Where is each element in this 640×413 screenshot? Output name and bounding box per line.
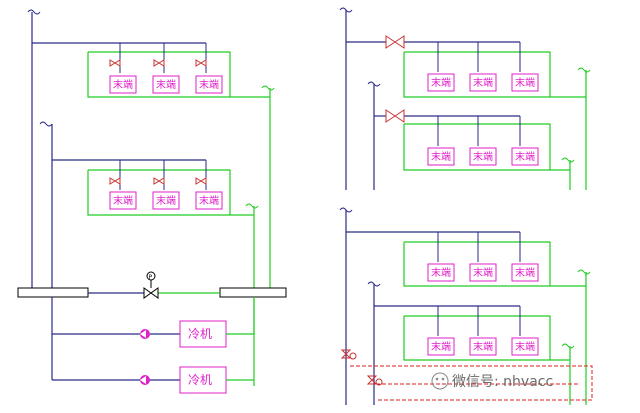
terminal-label: 末端 xyxy=(431,266,451,279)
terminal-unit xyxy=(427,337,455,356)
terminal-unit xyxy=(195,191,223,210)
terminal-unit xyxy=(427,73,455,92)
terminal-unit xyxy=(109,191,137,210)
terminal-label: 末端 xyxy=(156,78,176,91)
bypass-valve-icon xyxy=(366,375,378,385)
terminal-label: 末端 xyxy=(473,266,493,279)
valve-icon xyxy=(109,59,121,67)
terminal-group-lower: 末端 末端 末端 xyxy=(109,160,223,210)
valve-icon xyxy=(385,109,405,123)
terminal-unit xyxy=(469,73,497,92)
terminal-label: 末端 xyxy=(199,194,219,207)
valve-icon xyxy=(195,177,207,185)
valve-icon xyxy=(195,59,207,67)
terminal-unit xyxy=(469,263,497,282)
terminal-unit xyxy=(511,263,539,282)
terminal-label: 末端 xyxy=(515,340,535,353)
terminal-unit xyxy=(109,75,137,94)
chiller-label: 冷机 xyxy=(188,373,212,387)
terminal-unit xyxy=(152,191,180,210)
terminal-label: 末端 xyxy=(199,78,219,91)
terminal-group-upper: 末端 末端 末端 xyxy=(109,43,223,94)
terminal-unit xyxy=(469,337,497,356)
terminal-label: 末端 xyxy=(515,150,535,163)
terminal-label: 末端 xyxy=(113,78,133,91)
right-top-system: 末端 末端 末端 末端 末端 末端 xyxy=(339,7,591,190)
riser-end-symbol xyxy=(39,121,53,127)
watermark-text: 微信号: nhvacc xyxy=(452,374,553,390)
bypass-valve-icon xyxy=(143,287,159,299)
terminal-unit xyxy=(152,75,180,94)
right-bottom-system: 末端 末端 末端 末端 末端 末端 xyxy=(339,207,593,405)
riser-end-symbol xyxy=(261,85,275,91)
terminal-unit xyxy=(195,75,223,94)
terminal-unit xyxy=(511,73,539,92)
terminal-label: 末端 xyxy=(473,76,493,89)
terminal-label: 末端 xyxy=(431,150,451,163)
riser-end-symbol xyxy=(245,203,259,209)
terminal-label: 末端 xyxy=(473,150,493,163)
terminal-unit xyxy=(511,337,539,356)
valve-icon xyxy=(153,59,165,67)
terminal-unit xyxy=(511,147,539,166)
terminal-label: 末端 xyxy=(113,194,133,207)
terminal-label: 末端 xyxy=(431,340,451,353)
supply-header xyxy=(17,287,89,298)
terminal-label: 末端 xyxy=(156,194,176,207)
pressure-gauge-icon xyxy=(146,271,156,281)
watermark: 微信号: nhvacc xyxy=(431,372,553,390)
left-system: 末端 末端 末端 末端 末端 末端 P xyxy=(17,9,287,394)
terminal-label: 末端 xyxy=(431,76,451,89)
valve-icon xyxy=(153,177,165,185)
bypass-valve-icon xyxy=(340,349,352,359)
riser-end-symbol xyxy=(27,9,41,15)
valve-icon xyxy=(385,35,405,49)
pressure-gauge-label: P xyxy=(149,274,153,281)
terminal-label: 末端 xyxy=(515,266,535,279)
terminal-unit xyxy=(427,263,455,282)
bypass-dashed-loop xyxy=(350,365,593,401)
terminal-label: 末端 xyxy=(473,340,493,353)
terminal-label: 末端 xyxy=(515,76,535,89)
chiller-label: 冷机 xyxy=(188,327,212,341)
terminal-unit xyxy=(469,147,497,166)
wechat-icon xyxy=(431,372,449,390)
valve-icon xyxy=(109,177,121,185)
return-header xyxy=(219,287,287,298)
terminal-unit xyxy=(427,147,455,166)
